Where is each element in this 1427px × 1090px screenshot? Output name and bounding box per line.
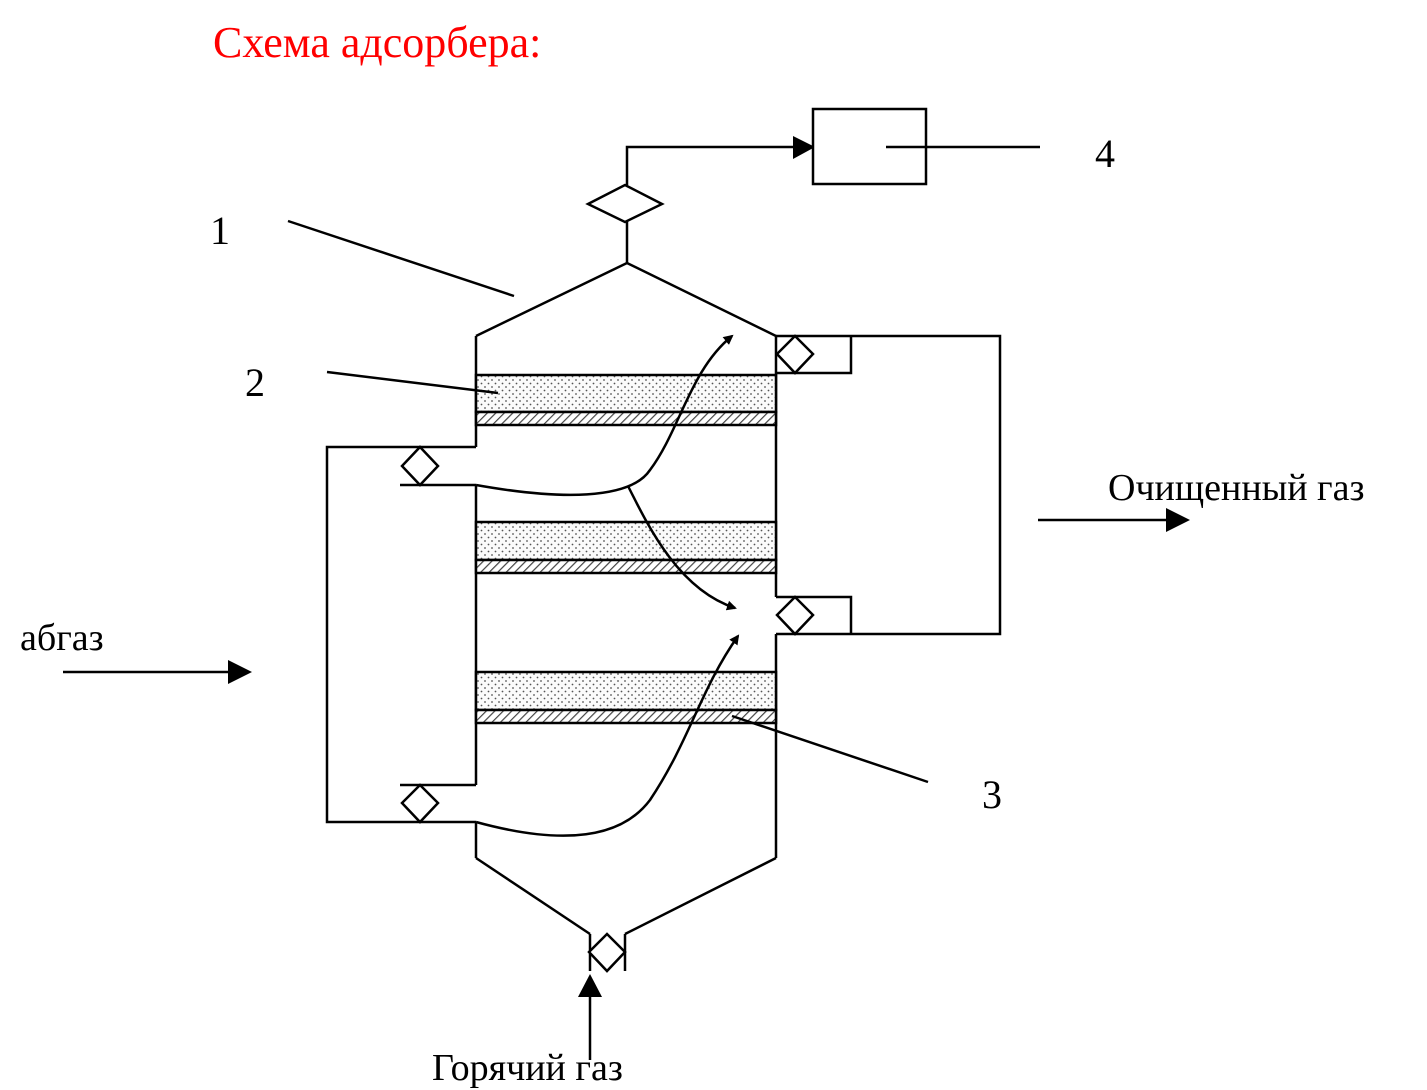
adsorber-column bbox=[474, 220, 778, 936]
valves bbox=[400, 183, 815, 973]
flow-curve-lower bbox=[475, 634, 740, 837]
label-inlet-gas: абгаз bbox=[20, 617, 104, 659]
bottom-cone bbox=[475, 856, 591, 936]
flow-curve-middle bbox=[626, 485, 737, 611]
top-cone bbox=[475, 261, 777, 338]
clean-gas-arrow-icon bbox=[1166, 508, 1190, 532]
leader-3 bbox=[731, 714, 929, 784]
flow-curve-upper bbox=[475, 334, 734, 497]
flow-arrows bbox=[63, 508, 1190, 1060]
leader-lines bbox=[287, 219, 929, 784]
outlet-manifold bbox=[776, 334, 1002, 636]
label-1: 1 bbox=[210, 208, 230, 253]
valve-inlet-upper-icon bbox=[400, 445, 440, 487]
label-3: 3 bbox=[982, 772, 1002, 817]
hot-gas-arrow-icon bbox=[578, 974, 602, 997]
valve-inlet-lower-icon bbox=[400, 783, 440, 824]
bottom-cone-right bbox=[624, 856, 777, 936]
inlet-arrow-icon bbox=[228, 660, 252, 684]
adsorbent-layer-3 bbox=[474, 670, 778, 725]
valve-top-icon bbox=[585, 183, 665, 224]
valve-outlet-lower-icon bbox=[775, 595, 815, 636]
adsorbent-layer-2 bbox=[474, 520, 778, 575]
condenser-line bbox=[625, 107, 1040, 186]
label-2: 2 bbox=[245, 360, 265, 405]
condenser-arrow-icon bbox=[793, 136, 815, 159]
leader-1 bbox=[287, 219, 515, 298]
label-4: 4 bbox=[1095, 131, 1115, 176]
inlet-manifold bbox=[325, 445, 476, 824]
valve-outlet-upper-icon bbox=[775, 334, 815, 375]
gas-flow-curves bbox=[475, 334, 740, 837]
valve-bottom-icon bbox=[587, 932, 627, 973]
label-hot-gas: Горячий газ bbox=[432, 1047, 623, 1089]
label-clean-gas: Очищенный газ bbox=[1108, 467, 1365, 509]
diagram-title: Схема адсорбера: bbox=[213, 18, 541, 67]
leader-2 bbox=[326, 370, 499, 395]
adsorbent-layer-1 bbox=[474, 373, 778, 427]
text-labels: 1 2 3 4 абгаз Очищенный газ Горячий газ bbox=[20, 131, 1365, 1089]
